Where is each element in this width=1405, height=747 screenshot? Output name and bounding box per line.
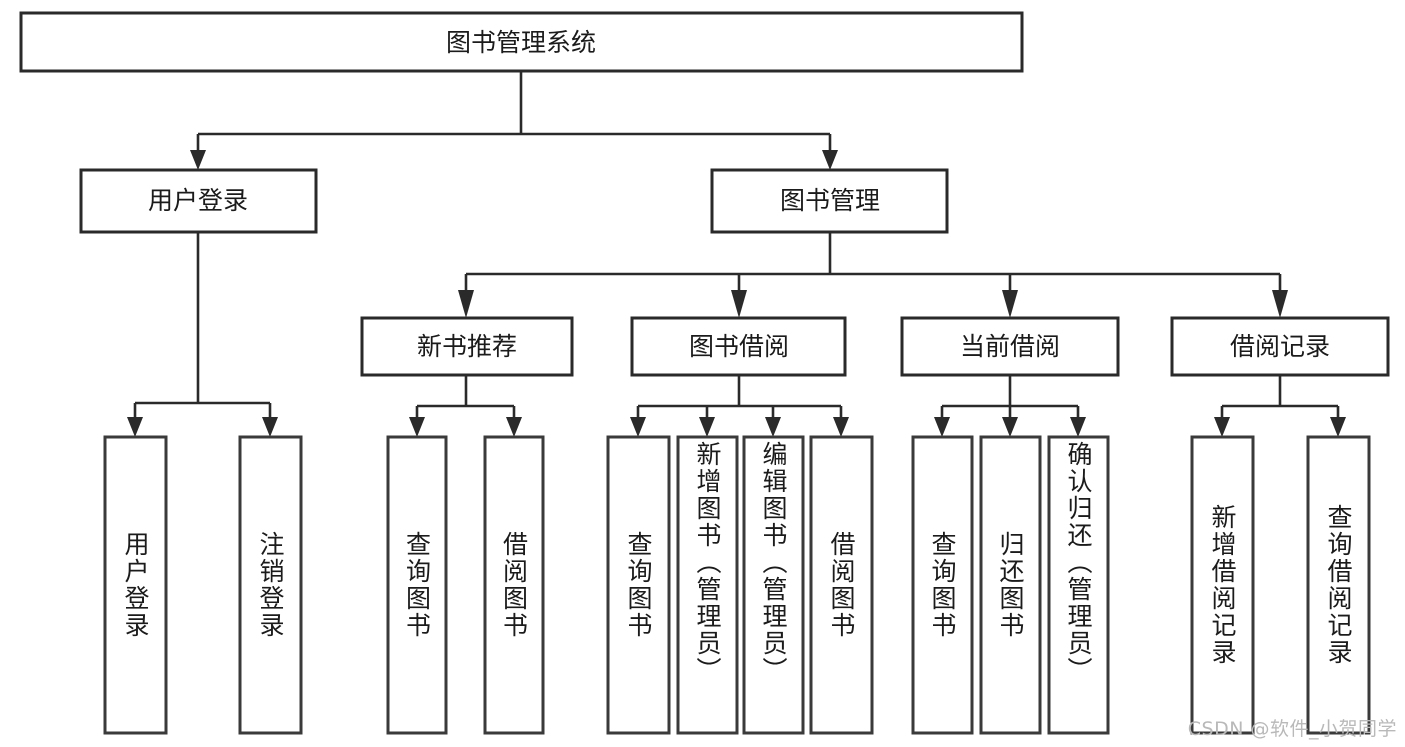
node-book-borrow[interactable]: 图书借阅 [630, 316, 847, 377]
node-root-label: 图书管理系统 [446, 28, 596, 57]
leaf-box-book-borrow-1[interactable] [676, 435, 739, 735]
leaf-box-new-book-1[interactable] [483, 435, 545, 735]
leaf-box-book-borrow-0[interactable] [606, 435, 671, 735]
node-book-management[interactable]: 图书管理 [710, 168, 949, 234]
node-user-login[interactable]: 用户登录 [79, 168, 318, 234]
leaf-box-current-borrow-2[interactable] [1047, 435, 1110, 735]
leaf-box-borrow-record-0[interactable] [1190, 435, 1255, 735]
node-user-login-label: 用户登录 [148, 186, 248, 215]
connector-newbook-to-leaves [409, 375, 522, 437]
watermark-text: CSDN @软件_小贺同学 [1187, 718, 1397, 740]
node-new-book-recommend[interactable]: 新书推荐 [360, 316, 574, 377]
connector-currentborrow-to-leaves [934, 375, 1086, 437]
leaf-box-new-book-0[interactable] [386, 435, 448, 735]
node-borrow-record-label: 借阅记录 [1230, 332, 1330, 361]
node-book-management-label: 图书管理 [780, 186, 880, 215]
connector-borrowrecord-to-leaves [1214, 375, 1346, 437]
connector-bookmgmt-to-level3 [458, 232, 1288, 318]
leaf-box-book-borrow-3[interactable] [809, 435, 874, 735]
leaf-box-user-login-0[interactable] [103, 435, 168, 735]
node-new-book-recommend-label: 新书推荐 [417, 332, 517, 361]
connector-userlogin-to-leaves [127, 232, 278, 437]
node-current-borrow-label: 当前借阅 [960, 332, 1060, 361]
connector-bookborrow-to-leaves [630, 375, 849, 437]
node-book-borrow-label: 图书借阅 [689, 332, 789, 361]
connector-root-to-level2 [190, 71, 838, 170]
leaf-box-user-login-1[interactable] [238, 435, 303, 735]
node-current-borrow[interactable]: 当前借阅 [900, 316, 1120, 377]
leaf-box-borrow-record-1[interactable] [1306, 435, 1371, 735]
leaf-box-current-borrow-0[interactable] [911, 435, 974, 735]
leaf-box-current-borrow-1[interactable] [979, 435, 1042, 735]
leaf-box-book-borrow-2[interactable] [742, 435, 805, 735]
node-borrow-record[interactable]: 借阅记录 [1170, 316, 1390, 377]
node-root[interactable]: 图书管理系统 [19, 11, 1024, 73]
